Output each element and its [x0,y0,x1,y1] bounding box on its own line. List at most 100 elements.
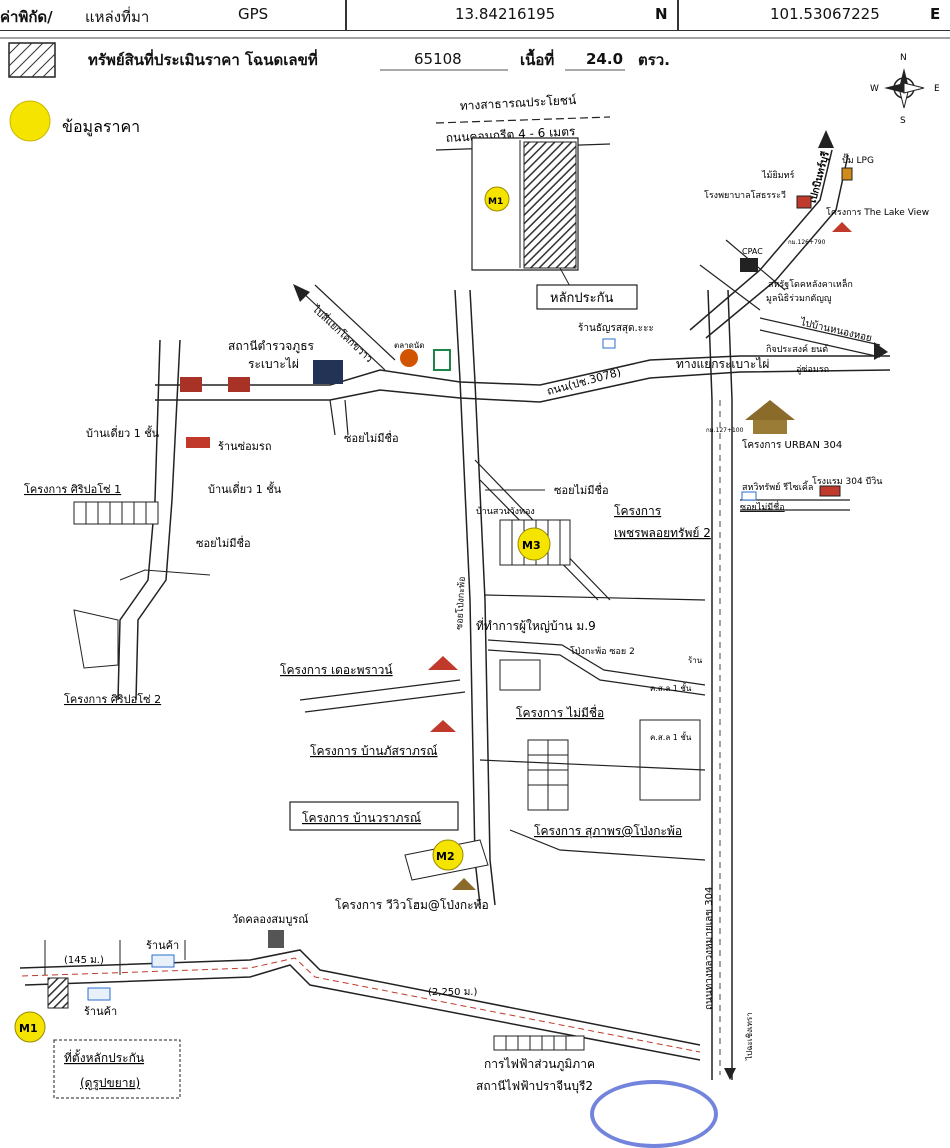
sahawat-label: สหวิทรัพย์ รีไซเคิ้ล [742,480,813,493]
divider [677,0,679,30]
collateral-label: หลักประกัน [550,291,613,306]
project-house-icon [430,720,456,732]
longitude-value: 101.53067225 [770,5,880,23]
hospital-icon [796,195,812,209]
project-house-icon [428,656,458,670]
distance-145-label: (145 ม.) [64,955,104,966]
marker-m2 [432,839,464,871]
public-way-label: ทางสาธารณประโยชน์ [459,93,576,113]
project-house-icon [452,878,476,890]
source-value: GPS [238,5,269,23]
coord-label: ค่าพิกัด/ [0,8,53,26]
deed-number: 65108 [414,50,462,68]
marker-m1-bottom [14,1011,46,1043]
shop-bank-label: ร้านธัญรสสุด.ะะะ [578,322,654,334]
banwara-box [289,801,459,831]
market-label: ตลาดนัด [394,341,424,350]
soi-label-1: ซอยไม่มีชื่อ [344,430,399,445]
divider [345,0,347,30]
marker-m3-label: M3 [522,539,541,552]
convenience-store-icon [433,349,451,371]
official-stamp [590,1080,718,1148]
siripo-2-plot [73,609,119,669]
soi-label-3: ซอยไม่มีชื่อ [554,482,609,497]
power-station-icon [493,1035,585,1051]
steel-shop-label: สหรัฐโดคหลังคาเหล็ก [768,277,853,290]
pakpasat-label: โครงการ บ้านภัสราภรณ์ [310,744,438,758]
marker-m3 [517,527,551,561]
temple-icon [268,930,284,948]
marker-m1 [484,186,510,212]
market-icon [400,349,418,367]
ban-suan-label: บ้านสวนวังทอง [476,506,535,517]
soi-pong-label: ซอยโป่งกะพ้อ [454,576,468,630]
location-map: ข้อมูลราคา N S E W ทางสาธารณประโยชน์ ถนน… [0,37,950,1099]
subject-label: ทรัพย์สินที่ประเมินราคา โฉนดเลขที่ [88,51,318,69]
collateral-location-label: ที่ตั้งหลักประกัน [64,1049,144,1065]
village-head-label: ที่ทำการผู้ใหญ่บ้าน ม.9 [476,617,596,634]
hotel-icon [819,485,841,497]
house-2-label: บ้านเดี่ยว 1 ชั้น [208,481,282,496]
house-icon [832,222,852,232]
police-label-2: ระเบาะไผ่ [248,357,299,371]
soi-label-2: ซอยไม่มีชื่อ [196,535,251,550]
shophouse-icon [180,377,202,392]
area-value: 24.0 [586,50,624,68]
pongkapo-soi2-label: โป่งกะพ้อ ซอย 2 [570,646,635,657]
latitude-dir: N [655,5,668,23]
source-label: แหล่งที่มา [85,8,150,26]
shop-1-label: ร้านค้า [146,939,179,952]
phetpalo-label: โครงการ [614,504,662,518]
collateral-small-plot [47,977,69,1009]
enlarged-label: (ดูรูปขยาย) [80,1076,140,1091]
shop-icon [602,338,616,349]
urban-304-label: โครงการ URBAN 304 [742,438,842,451]
supaporn-label: โครงการ สุภาพร@โป่งกะพ้อ [534,824,682,839]
price-marker-icon [9,100,51,142]
compass-n: N [900,53,907,63]
hotel-label: โรงแรม 304 บีวิน [812,476,882,487]
car-icon [186,437,210,448]
wood-shop-label: ไม้ยิมทร์ [761,169,795,181]
car-repair-label: ร้านซ่อมรถ [218,440,272,453]
phetpalo-label-2: เพชรพลอยทรัพย์ 2 [614,526,711,540]
coordinate-header: ค่าพิกัด/ แหล่งที่มา GPS 13.84216195 N 1… [0,0,950,31]
shop-2-icon [87,987,111,1001]
kitprasong-label: กิจประสงค์ ยนต์ [766,343,828,355]
pea-label: การไฟฟ้าส่วนภูมิภาค [484,1057,595,1072]
lpg-label: ปั๊ม LPG [842,153,874,166]
temple-label: วัดคลองสมบูรณ์ [232,913,308,926]
hospital-label: โรงพยาบาลโสธรระวี [704,190,786,201]
intersection-label: ทางแยกระเบาะไผ่ [676,357,769,371]
shop-2-label: ร้านค้า [84,1005,117,1018]
shop-1-icon [151,954,175,968]
marker-m1-label: M1 [488,197,503,207]
collateral-plot [523,141,577,269]
compass-s: S [900,116,906,126]
km-marker-1: กม.126+790 [788,239,826,246]
area-label: เนื้อที่ [520,51,555,69]
siripo-1-label: โครงการ ศิริปอโซ่ 1 [24,482,121,496]
area-unit: ตรว. [638,51,670,69]
police-label: สถานีตำรวจภูธร [228,339,315,354]
recycle-icon [741,491,757,501]
gas-station-icon [841,167,853,181]
banwara-label: โครงการ บ้านวราภรณ์ [302,811,421,825]
marker-m2-label: M2 [436,850,455,863]
km-marker-2: กม.127+100 [706,427,744,434]
small-shop-label: ร้าน [688,656,703,665]
legend-price-label: ข้อมูลราคา [62,117,140,137]
cpac-label: CPAC [742,247,763,256]
urban-house-icon [745,400,795,420]
to-chachoengsao-label: ไปฉะเชิงเทรา [745,1012,754,1061]
compass-w: W [870,84,879,94]
to-nong-hoi-label: ไปบ้านหนองหอย [798,316,873,344]
siripo-2-label: โครงการ ศิริปอโซ่ 2 [64,692,161,706]
longitude-dir: E [930,5,941,23]
marker-m1-bottom-label: M1 [19,1022,38,1035]
compass-e: E [934,84,940,94]
house-1-label: บ้านเดี่ยว 1 ชั้น [86,425,160,440]
house-1floor-label-2: ค.ส.ล 1 ชั้น [650,731,692,742]
distance-2250-label: (2,250 ม.) [428,987,477,998]
collateral-box [536,284,638,310]
